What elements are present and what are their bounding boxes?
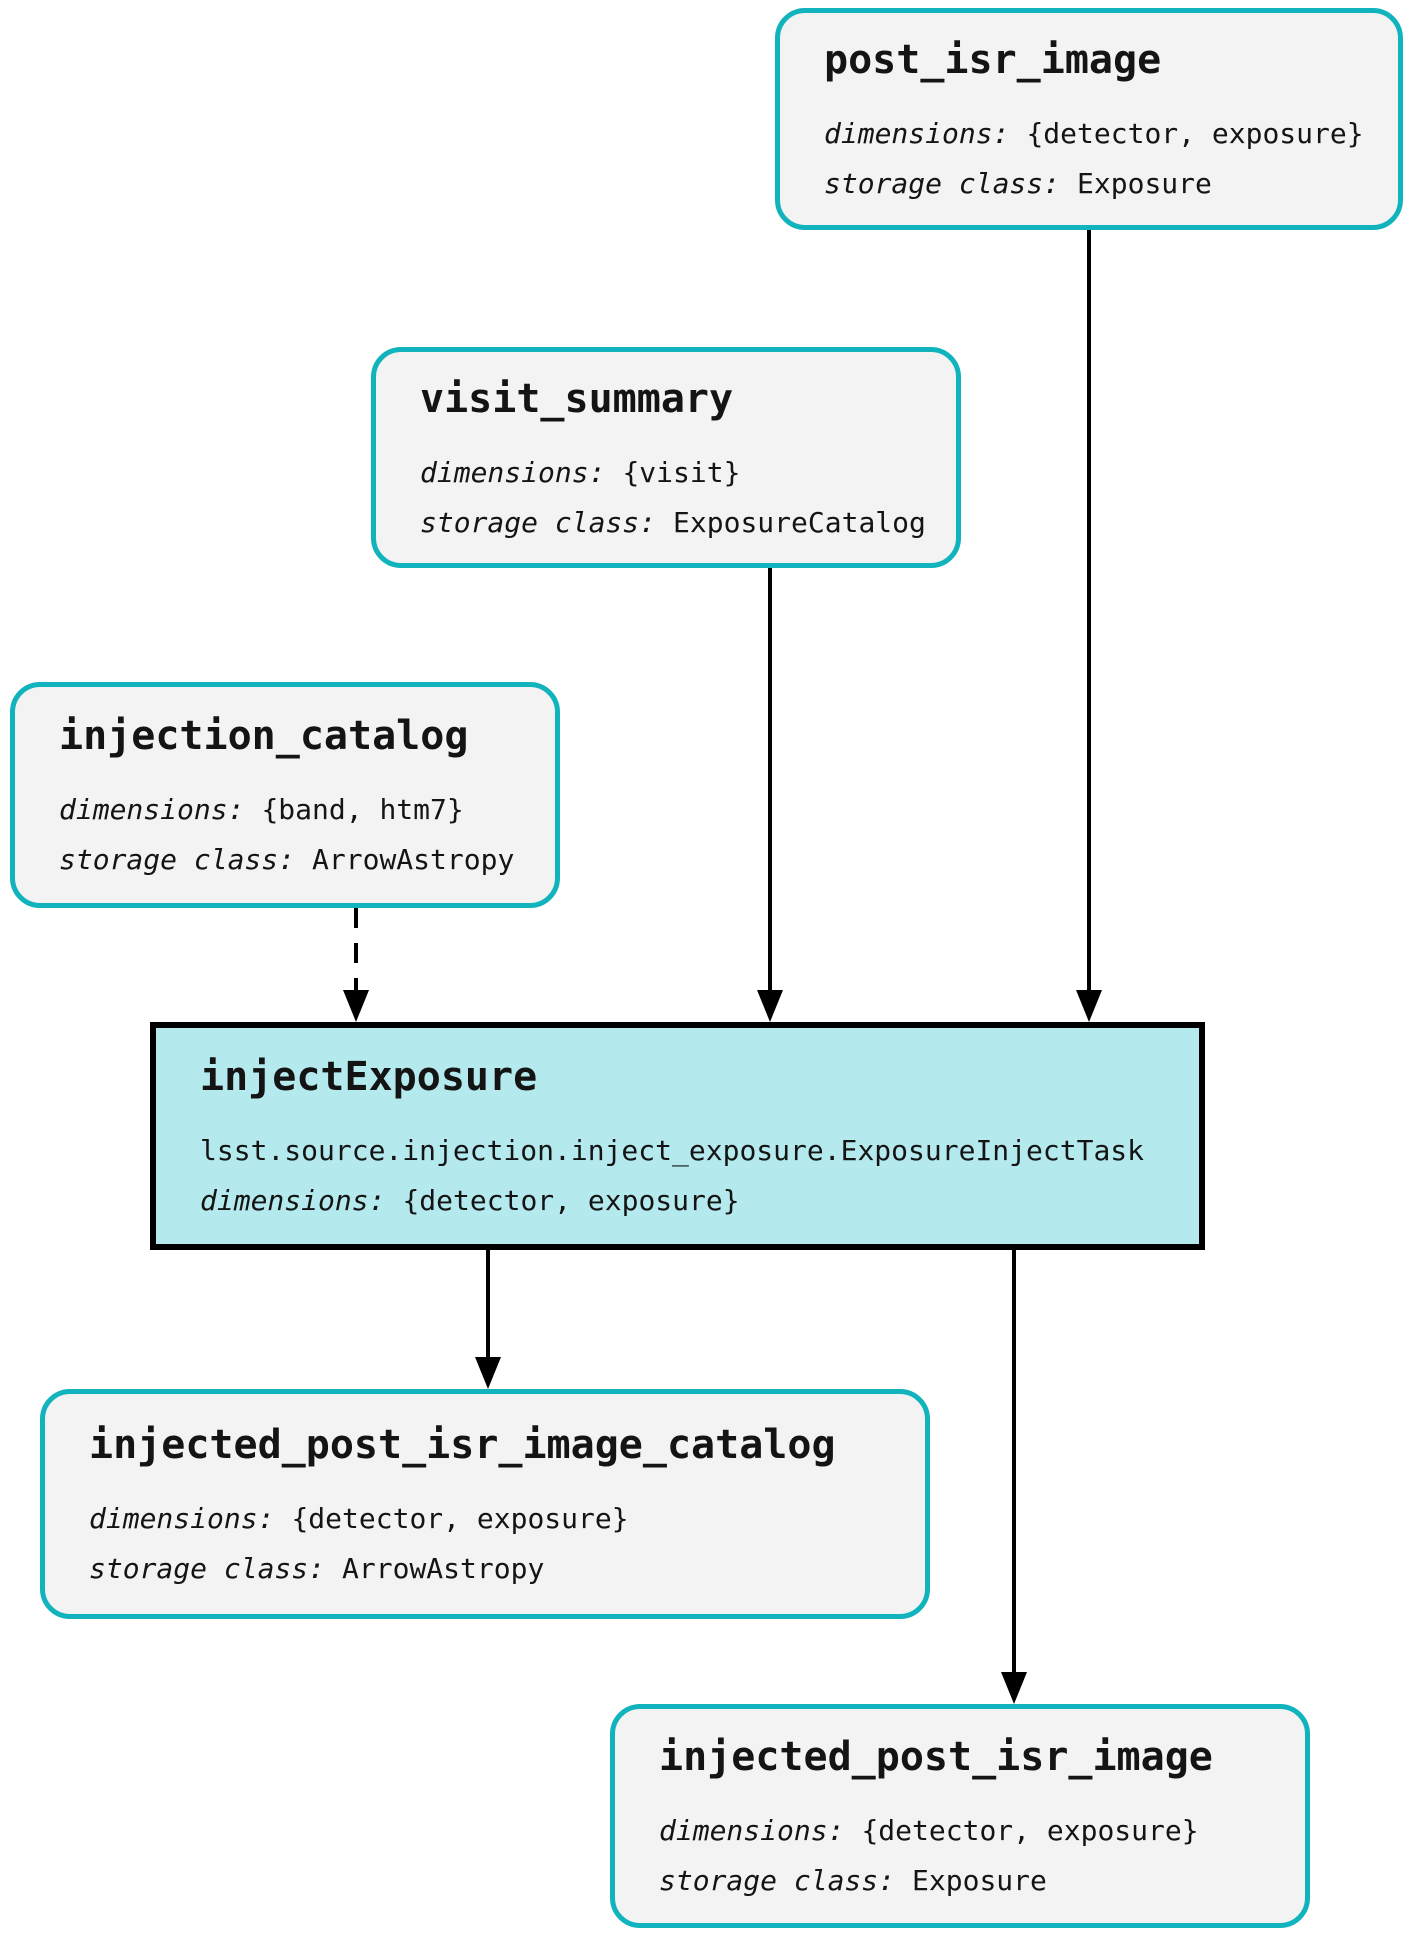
storage-class-row: storage class: ExposureCatalog	[420, 505, 926, 540]
node-title: post_isr_image	[824, 37, 1162, 84]
node-injected-post-isr-image-catalog: injected_post_isr_image_catalog dimensio…	[40, 1389, 930, 1619]
node-title: injected_post_isr_image	[659, 1734, 1213, 1781]
storage-class-value: ArrowAstropy	[342, 1552, 545, 1585]
edge-visit-summary-to-inject-exposure	[768, 568, 772, 992]
dimensions-label: dimensions:	[824, 117, 1010, 151]
storage-class-label: storage class:	[824, 167, 1061, 200]
dimensions-value: {detector, exposure}	[402, 1184, 740, 1217]
dimensions-value: {visit}	[622, 455, 741, 489]
edge-inject-exposure-to-injected-post-isr-image-catalog	[486, 1250, 490, 1359]
arrowhead-post-isr-image-to-inject-exposure	[1076, 990, 1102, 1022]
edge-injection-catalog-to-inject-exposure	[354, 908, 358, 992]
dimensions-value: {detector, exposure}	[291, 1502, 629, 1536]
node-visit-summary: visit_summary dimensions: {visit} storage…	[371, 347, 961, 568]
storage-class-value: ArrowAstropy	[312, 843, 515, 876]
storage-class-row: storage class: Exposure	[824, 167, 1354, 201]
dimensions-label: dimensions:	[420, 455, 606, 489]
dimensions-row: dimensions: {band, htm7}	[59, 793, 511, 827]
storage-class-label: storage class:	[420, 505, 657, 539]
edge-post-isr-image-to-inject-exposure	[1087, 230, 1091, 992]
dimensions-value: {band, htm7}	[261, 793, 464, 827]
dimensions-row: dimensions: {visit}	[420, 456, 912, 490]
dimensions-row: dimensions: {detector, exposure}	[659, 1814, 1261, 1848]
dimensions-value: {detector, exposure}	[861, 1814, 1199, 1848]
node-title: injection_catalog	[59, 713, 469, 760]
node-injection-catalog: injection_catalog dimensions: {band, htm7…	[10, 682, 560, 908]
arrowhead-visit-summary-to-inject-exposure	[757, 990, 783, 1022]
dimensions-label: dimensions:	[89, 1502, 275, 1536]
dimensions-row: dimensions: {detector, exposure}	[824, 117, 1364, 151]
storage-class-row: storage class: ArrowAstropy	[59, 843, 515, 877]
dimensions-label: dimensions:	[659, 1814, 845, 1848]
dimensions-value: {detector, exposure}	[1026, 117, 1364, 151]
dimensions-label: dimensions:	[59, 793, 245, 827]
node-title: injectExposure	[200, 1054, 538, 1101]
task-class-path: lsst.source.injection.inject_exposure.Ex…	[200, 1134, 1145, 1168]
arrowhead-inject-exposure-to-injected-post-isr-image-catalog	[475, 1357, 501, 1389]
arrowhead-injection-catalog-to-inject-exposure	[343, 990, 369, 1022]
node-title: injected_post_isr_image_catalog	[89, 1422, 836, 1469]
storage-class-row: storage class: ArrowAstropy	[89, 1552, 881, 1586]
storage-class-label: storage class:	[59, 843, 296, 876]
node-injected-post-isr-image: injected_post_isr_image dimensions: {dete…	[610, 1704, 1310, 1928]
edge-inject-exposure-to-injected-post-isr-image	[1012, 1250, 1016, 1674]
node-title: visit_summary	[420, 375, 734, 422]
storage-class-row: storage class: Exposure	[659, 1864, 1261, 1898]
storage-class-value: Exposure	[1077, 167, 1212, 200]
storage-class-label: storage class:	[659, 1864, 896, 1897]
dimensions-label: dimensions:	[200, 1184, 386, 1217]
dimensions-row: dimensions: {detector, exposure}	[200, 1184, 1155, 1218]
storage-class-label: storage class:	[89, 1552, 326, 1585]
storage-class-value: Exposure	[912, 1864, 1047, 1897]
dimensions-row: dimensions: {detector, exposure}	[89, 1502, 881, 1536]
node-post-isr-image: post_isr_image dimensions: {detector, exp…	[775, 8, 1403, 230]
arrowhead-inject-exposure-to-injected-post-isr-image	[1001, 1672, 1027, 1704]
storage-class-value: ExposureCatalog	[673, 505, 926, 539]
node-inject-exposure-task: injectExposure lsst.source.injection.inj…	[150, 1022, 1205, 1250]
